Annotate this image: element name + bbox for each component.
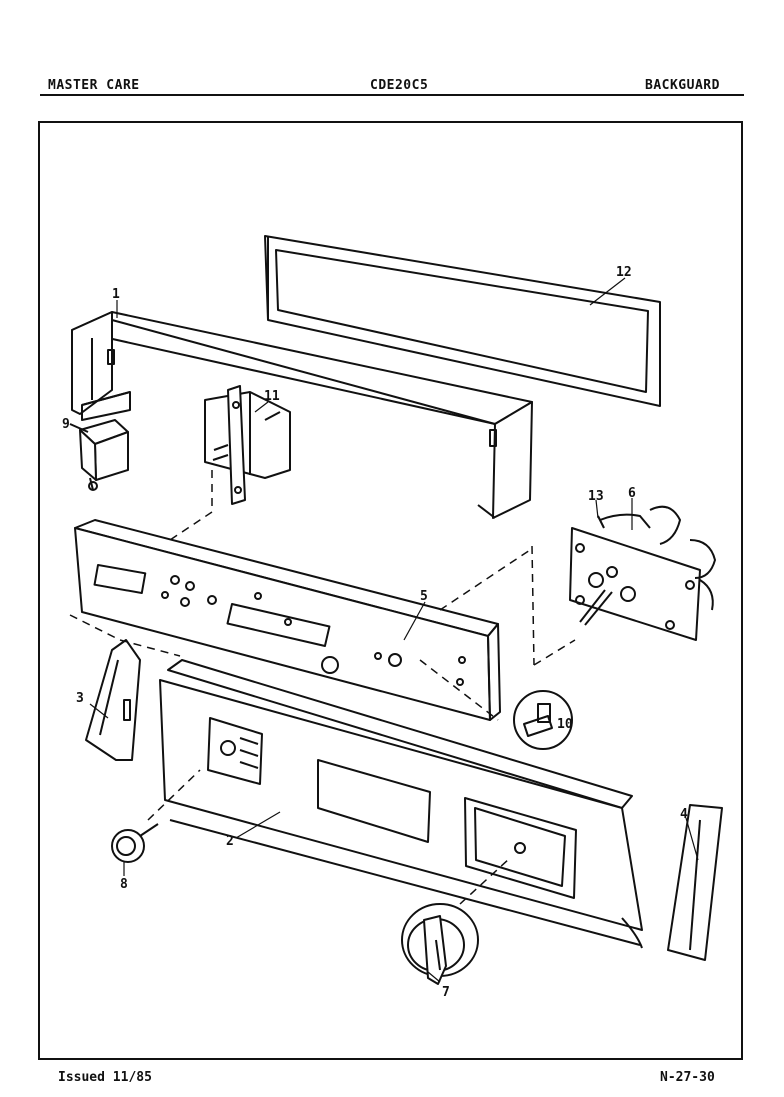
header-rule	[40, 94, 744, 96]
part-13-connector	[597, 513, 651, 529]
part-1-housing	[71, 311, 533, 519]
diagram-frame	[38, 121, 743, 1060]
header-model: CDE20C5	[370, 78, 429, 93]
part-4-endcap	[667, 804, 723, 961]
callout-11: 11	[264, 389, 280, 404]
callout-6: 6	[628, 486, 636, 501]
callout-3: 3	[76, 691, 84, 706]
footer-page-code: N-27-30	[660, 1070, 715, 1085]
part-11-infinite-switch	[204, 385, 291, 505]
callout-10: 10	[557, 717, 573, 732]
part-6-timer	[569, 505, 716, 641]
callout-5: 5	[420, 589, 428, 604]
callout-12: 12	[616, 265, 632, 280]
part-8-knob	[111, 823, 159, 863]
part-3-endcap	[85, 639, 141, 761]
callout-2: 2	[226, 834, 234, 849]
align-line-11b	[169, 511, 213, 541]
align-line-panel-left	[69, 614, 121, 641]
align-line-timer-top	[439, 549, 531, 611]
callout-9: 9	[62, 417, 70, 432]
header-brand: MASTER CARE	[48, 78, 140, 93]
callout-13: 13	[588, 489, 604, 504]
header-section: BACKGUARD	[645, 78, 720, 93]
align-line-timer-right	[531, 545, 535, 666]
part-9-switch	[69, 419, 129, 491]
callout-7: 7	[442, 985, 450, 1000]
part-7-knob	[401, 903, 479, 985]
align-line-detail	[419, 659, 499, 721]
footer-issue-date: Issued 11/85	[58, 1070, 152, 1085]
align-line-knob8	[147, 769, 201, 821]
callout-labels: 1 2 3 4 5 6 7 8 9 10 11 12 13	[62, 265, 688, 1000]
align-line-timer-bottom	[533, 639, 576, 666]
callout-1: 1	[112, 287, 120, 302]
part-12-gasket	[264, 235, 661, 407]
callout-8: 8	[120, 877, 128, 892]
part-2-front-panel	[159, 659, 643, 949]
part-5-panel-bracket	[74, 519, 501, 721]
callout-4: 4	[680, 807, 688, 822]
align-line-knob7	[459, 857, 511, 905]
part-10-detail	[513, 690, 573, 750]
align-line-panel-left2	[119, 639, 181, 657]
